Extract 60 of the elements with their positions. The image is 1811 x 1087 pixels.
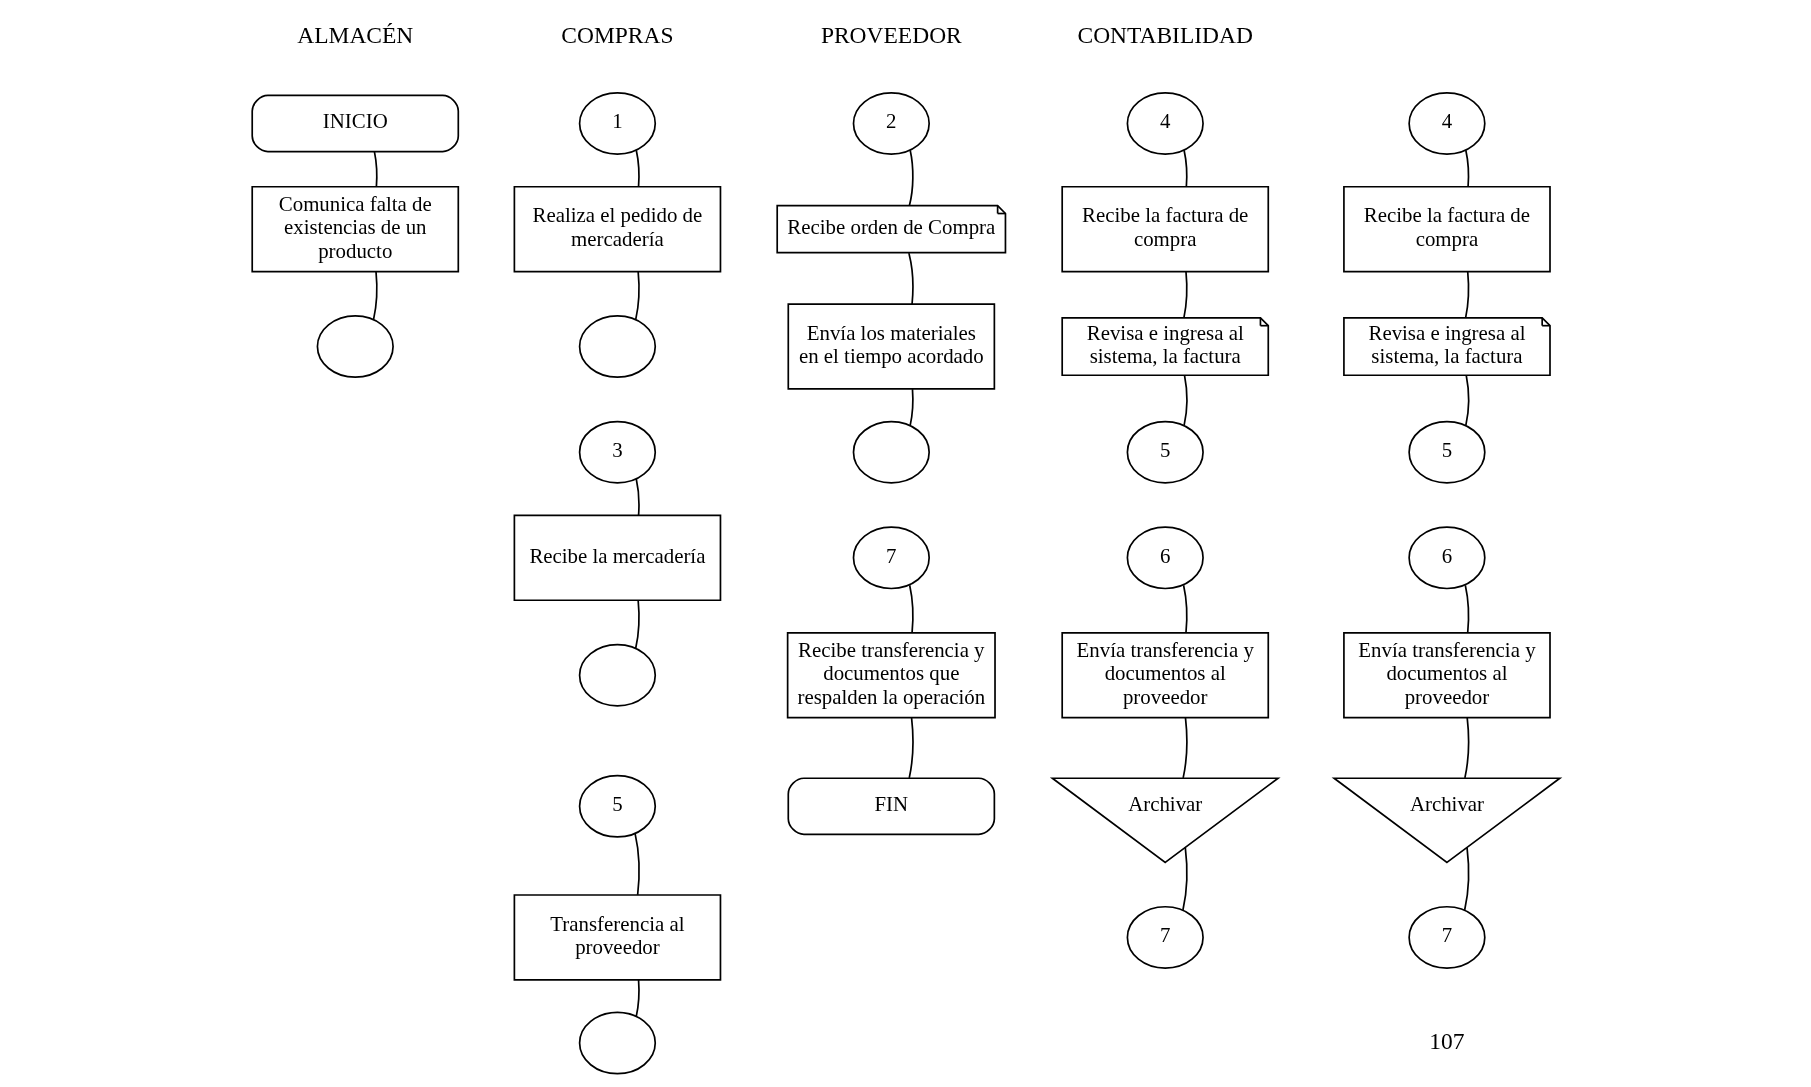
node-ellipse: 1: [578, 92, 656, 155]
node-box: Envía transferencia y documentos al proveedor: [1342, 632, 1551, 719]
connector: [1464, 584, 1469, 634]
node-box: Comunica falta de existencias de un producto: [250, 185, 459, 273]
connector: [1182, 374, 1188, 427]
node-box: INICIO: [250, 94, 459, 153]
connector: [908, 388, 914, 427]
node-ellipse: 6: [1407, 526, 1486, 590]
connector: [633, 832, 640, 896]
node-circle: [852, 420, 930, 484]
node-circle: [578, 643, 656, 707]
node-ellipse: 5: [578, 774, 656, 838]
label: COMPRAS: [560, 21, 674, 48]
node-ellipse: 4: [1407, 92, 1486, 155]
node-ellipse: 7: [1407, 905, 1486, 969]
node-box: Recibe la factura de compra: [1342, 185, 1551, 273]
connector: [634, 979, 640, 1018]
connector: [1182, 584, 1188, 634]
node-box: Envía los materiales en el tiempo acordado: [786, 303, 995, 390]
node-box: Realiza el pedido de mercadería: [513, 185, 721, 273]
label: CONTABILIDAD: [1077, 21, 1253, 48]
connector: [1181, 717, 1188, 779]
node-circle: [578, 315, 656, 379]
node-box: Recibe la factura de compra: [1060, 185, 1269, 273]
node-ellipse: 4: [1126, 92, 1204, 155]
node-ellipse: 5: [1126, 420, 1204, 484]
label: 107: [1428, 1027, 1465, 1054]
connector: [634, 271, 640, 321]
node-ellipse: 5: [1407, 420, 1486, 484]
connector: [1464, 374, 1469, 427]
node-box: FIN: [786, 777, 995, 836]
connector: [634, 149, 640, 188]
connector: [1464, 271, 1469, 319]
connector: [907, 252, 914, 305]
connector: [1464, 149, 1469, 188]
connector: [373, 151, 378, 188]
node-circle: [316, 315, 394, 379]
node-ellipse: 3: [578, 420, 656, 484]
node-ellipse: 7: [1126, 905, 1204, 969]
connector: [1463, 846, 1469, 911]
node-box: Recibe transferencia y documentos que respalden la operación: [786, 632, 996, 719]
node-box: Transferencia al proveedor: [513, 894, 721, 981]
node-ellipse: 6: [1126, 526, 1204, 590]
connector: [907, 717, 914, 779]
label: ALMACÉN: [296, 21, 413, 48]
label: PROVEEDOR: [820, 21, 962, 48]
connector: [634, 599, 640, 650]
connector: [908, 584, 914, 634]
node-box: Envía transferencia y documentos al proveedor: [1060, 632, 1269, 719]
node-ellipse: 7: [852, 526, 930, 590]
node-ellipse: 2: [852, 92, 930, 155]
connector: [908, 149, 914, 207]
connector: [634, 478, 640, 517]
connector: [1182, 149, 1188, 188]
connector: [1182, 271, 1188, 319]
connector: [1463, 717, 1469, 779]
node-box: Recibe la mercadería: [513, 514, 721, 602]
connector: [1181, 846, 1188, 911]
connector: [372, 271, 378, 321]
node-circle: [578, 1011, 656, 1075]
